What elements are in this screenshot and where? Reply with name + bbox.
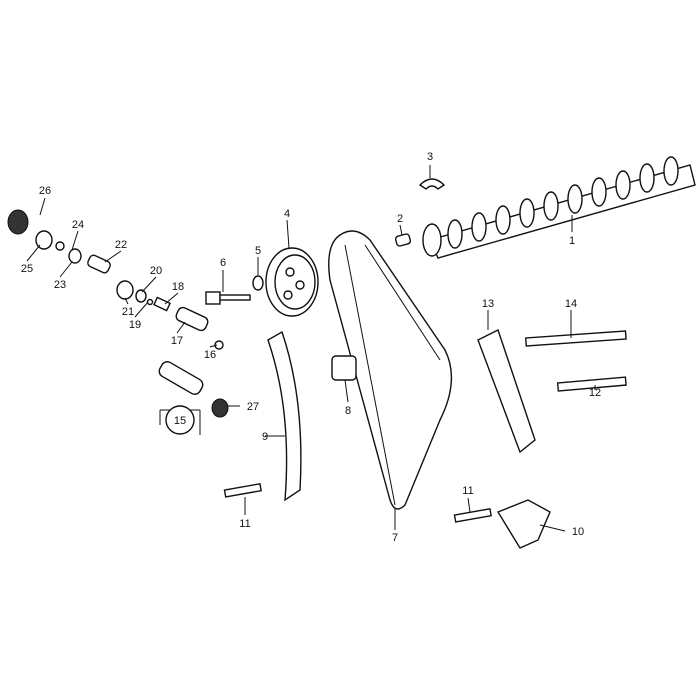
- callout-label-20: 20: [150, 265, 162, 277]
- guide-pin-long: [524, 330, 627, 347]
- callout-label-19: 19: [129, 319, 141, 331]
- callout-label-24: 24: [72, 219, 84, 231]
- callout-label-21: 21: [122, 306, 134, 318]
- half-key: [418, 178, 446, 190]
- callout-label-8: 8: [345, 405, 351, 417]
- cam-lobe: [591, 177, 607, 207]
- camshaft: [422, 156, 696, 259]
- cam-lobe: [495, 205, 511, 235]
- small-spring-2: [153, 296, 171, 312]
- pin-left: [223, 482, 262, 498]
- small-spring: [55, 241, 65, 251]
- callout-label-17: 17: [171, 335, 183, 347]
- callout-label-22: 22: [115, 239, 127, 251]
- callout-label-11: 11: [239, 518, 250, 530]
- callout-label-13: 13: [482, 298, 494, 310]
- callout-label-11: 11: [462, 485, 473, 497]
- callout-label-4: 4: [284, 208, 290, 220]
- cam-lobe: [567, 184, 583, 214]
- callout-label-26: 26: [39, 185, 51, 197]
- callout-label-14: 14: [565, 298, 577, 310]
- pin-right: [453, 507, 492, 523]
- leader-lines: [26, 165, 596, 532]
- piston: [116, 280, 134, 300]
- washer: [252, 275, 264, 291]
- callout-15-circle: [165, 405, 195, 435]
- seal-ring: [35, 230, 53, 250]
- cam-lobe: [543, 191, 559, 221]
- dowel-pin: [394, 233, 412, 247]
- plunger: [175, 306, 209, 332]
- cam-lobe: [615, 170, 631, 200]
- callout-label-10: 10: [572, 526, 584, 538]
- cam-lobe: [447, 219, 463, 249]
- callout-label-5: 5: [255, 245, 261, 257]
- cam-lobe: [471, 212, 487, 242]
- shaft-seal: [211, 398, 229, 418]
- callout-label-12: 12: [589, 387, 601, 399]
- callout-label-1: 1: [569, 235, 575, 247]
- callout-label-3: 3: [427, 151, 433, 163]
- callout-label-9: 9: [262, 431, 268, 443]
- callout-label-25: 25: [21, 263, 33, 275]
- cam-lobe: [519, 198, 535, 228]
- shaft-assembly: [158, 361, 204, 395]
- callout-label-27: 27: [247, 401, 259, 413]
- bolt: [205, 291, 251, 305]
- plug: [68, 248, 82, 264]
- circlip: [214, 340, 224, 350]
- callout-label-2: 2: [397, 213, 403, 225]
- callout-label-23: 23: [54, 279, 66, 291]
- callout-label-7: 7: [392, 532, 398, 544]
- timing-belt: [328, 230, 453, 510]
- spring: [87, 254, 111, 274]
- callout-label-16: 16: [204, 349, 216, 361]
- cap: [7, 209, 29, 235]
- guide-pin: [556, 376, 627, 392]
- o-ring: [135, 289, 147, 303]
- belt-inner-edge: [344, 244, 441, 506]
- callout-label-6: 6: [220, 257, 226, 269]
- belt-guide: [267, 330, 302, 502]
- tensioner-block: [331, 355, 357, 381]
- callout-label-15: 15: [174, 415, 186, 427]
- cam-lobe: [639, 163, 655, 193]
- callout-label-18: 18: [172, 281, 184, 293]
- chain-guide: [477, 329, 536, 454]
- ball: [146, 298, 154, 306]
- cam-lobe: [663, 156, 679, 186]
- cam-sprocket: [265, 247, 319, 317]
- tensioner-bracket: [496, 499, 551, 549]
